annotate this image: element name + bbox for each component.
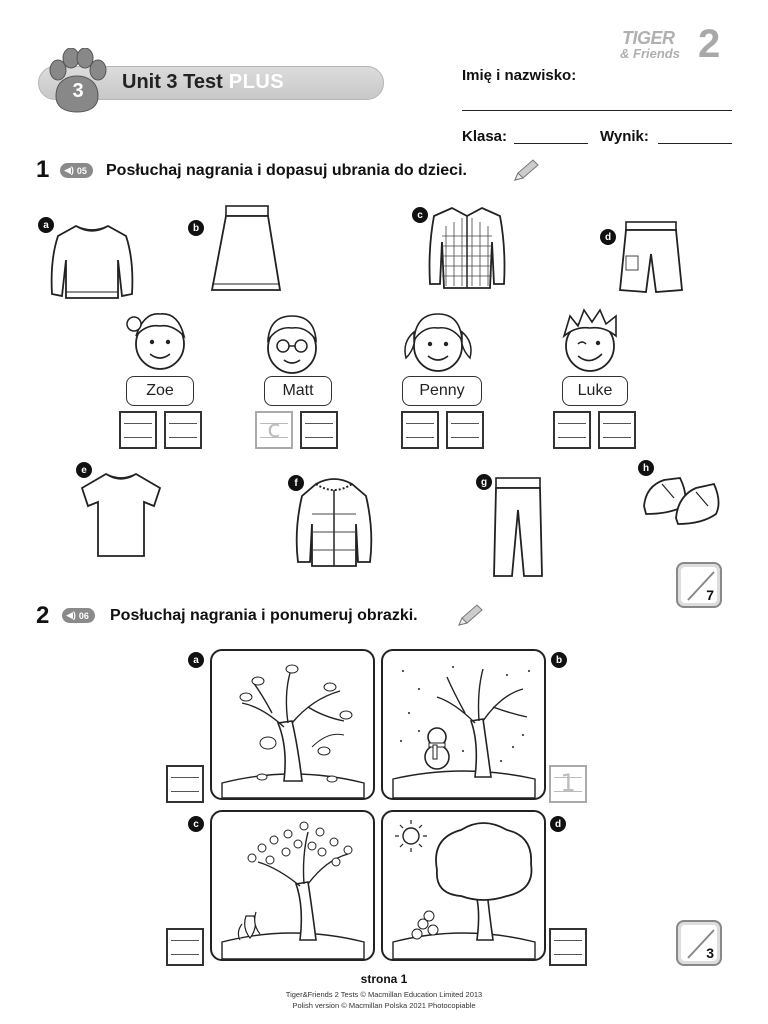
name-label: Imię i nazwisko: [462,67,577,84]
example-answer: c [267,415,281,443]
copyright-line-2: Polish version © Macmillan Polska 2021 P… [292,1001,476,1010]
score-label: Wynik: [600,128,649,145]
label-d: d [550,816,566,832]
label-c: c [412,207,428,223]
score-max: 3 [706,945,714,961]
score-slash-icon [687,571,715,601]
exercise-1-number: 1 [36,156,50,183]
pencil-icon [514,159,539,181]
spring-tree-icon [221,821,365,959]
logo-tiger-text: TIGER [622,28,675,48]
answer-box-matt-2[interactable] [300,411,338,449]
number-box-a[interactable] [166,765,204,803]
speaker-icon: ◀) [66,610,76,620]
label-b: b [551,652,567,668]
pencil-icon [458,604,483,626]
speaker-icon: ◀) [64,165,74,175]
label-a: a [38,217,54,233]
label-h: h [638,460,654,476]
score-slash-icon [687,929,715,959]
answer-box-matt-1[interactable]: c [255,411,293,449]
label-c: c [188,816,204,832]
answer-box-luke-2[interactable] [598,411,636,449]
label-e: e [76,462,92,478]
answer-box-zoe-2[interactable] [164,411,202,449]
picture-spring [210,810,375,961]
score-box-exercise-2: 3 [676,920,722,966]
copyright-line-1: Tiger&Friends 2 Tests © Macmillan Educat… [285,990,483,999]
answer-box-penny-1[interactable] [401,411,439,449]
child-face-zoe [126,313,186,370]
child-name-zoe: Zoe [126,376,194,406]
picture-summer [381,810,546,961]
picture-autumn [210,649,375,800]
answer-box-zoe-1[interactable] [119,411,157,449]
child-face-penny [404,313,472,372]
plus-badge: PLUS [228,71,285,93]
number-box-d[interactable] [549,928,587,966]
page-number: strona 1 [360,972,408,986]
number-box-c[interactable] [166,928,204,966]
shirt-icon [428,206,506,289]
child-name-luke: Luke [562,376,628,406]
number-box-b[interactable]: 1 [549,765,587,803]
audio-track-number: 06 [78,610,89,621]
name-field[interactable] [462,110,732,111]
label-a: a [188,652,204,668]
autumn-tree-icon [221,664,365,798]
jacket-icon [295,478,373,567]
audio-track-number: 05 [76,165,87,176]
label-g: g [476,474,492,490]
child-name-penny: Penny [402,376,482,406]
score-box-exercise-1: 7 [676,562,722,608]
exercise-2-number: 2 [36,602,50,629]
child-face-matt [266,315,318,374]
shorts-icon [619,221,683,293]
class-label: Klasa: [462,128,508,145]
audio-track-05[interactable]: ◀) 05 [60,163,93,178]
exercise-1-instruction: Posłuchaj nagrania i dopasuj ubrania do … [106,162,467,179]
score-max: 7 [706,587,714,603]
label-f: f [288,475,304,491]
skirt-icon [210,205,282,291]
exercise-2-instruction: Posłuchaj nagrania i ponumeruj obrazki. [110,607,418,624]
unit-number: 3 [72,80,84,102]
score-field[interactable] [658,143,732,144]
winter-tree-icon [392,666,536,798]
label-b: b [188,220,204,236]
child-name-matt: Matt [264,376,332,406]
audio-track-06[interactable]: ◀) 06 [62,608,95,623]
picture-winter [381,649,546,800]
jumper-icon [50,224,134,299]
logo-number: 2 [698,22,721,66]
unit-title-text: Unit 3 Test [122,71,223,93]
child-face-luke [562,308,617,372]
answer-box-luke-1[interactable] [553,411,591,449]
paw-icon [49,48,107,113]
class-field[interactable] [514,143,588,144]
answer-box-penny-2[interactable] [446,411,484,449]
summer-tree-icon [392,820,536,959]
t-shirt-icon [80,472,162,557]
tiger-friends-logo: TIGER & Friends 2 [618,22,730,70]
example-answer: 1 [560,769,576,797]
logo-friends-text: & Friends [620,46,680,61]
shoes-icon [643,477,720,525]
label-d: d [600,229,616,245]
trousers-icon [493,477,543,577]
